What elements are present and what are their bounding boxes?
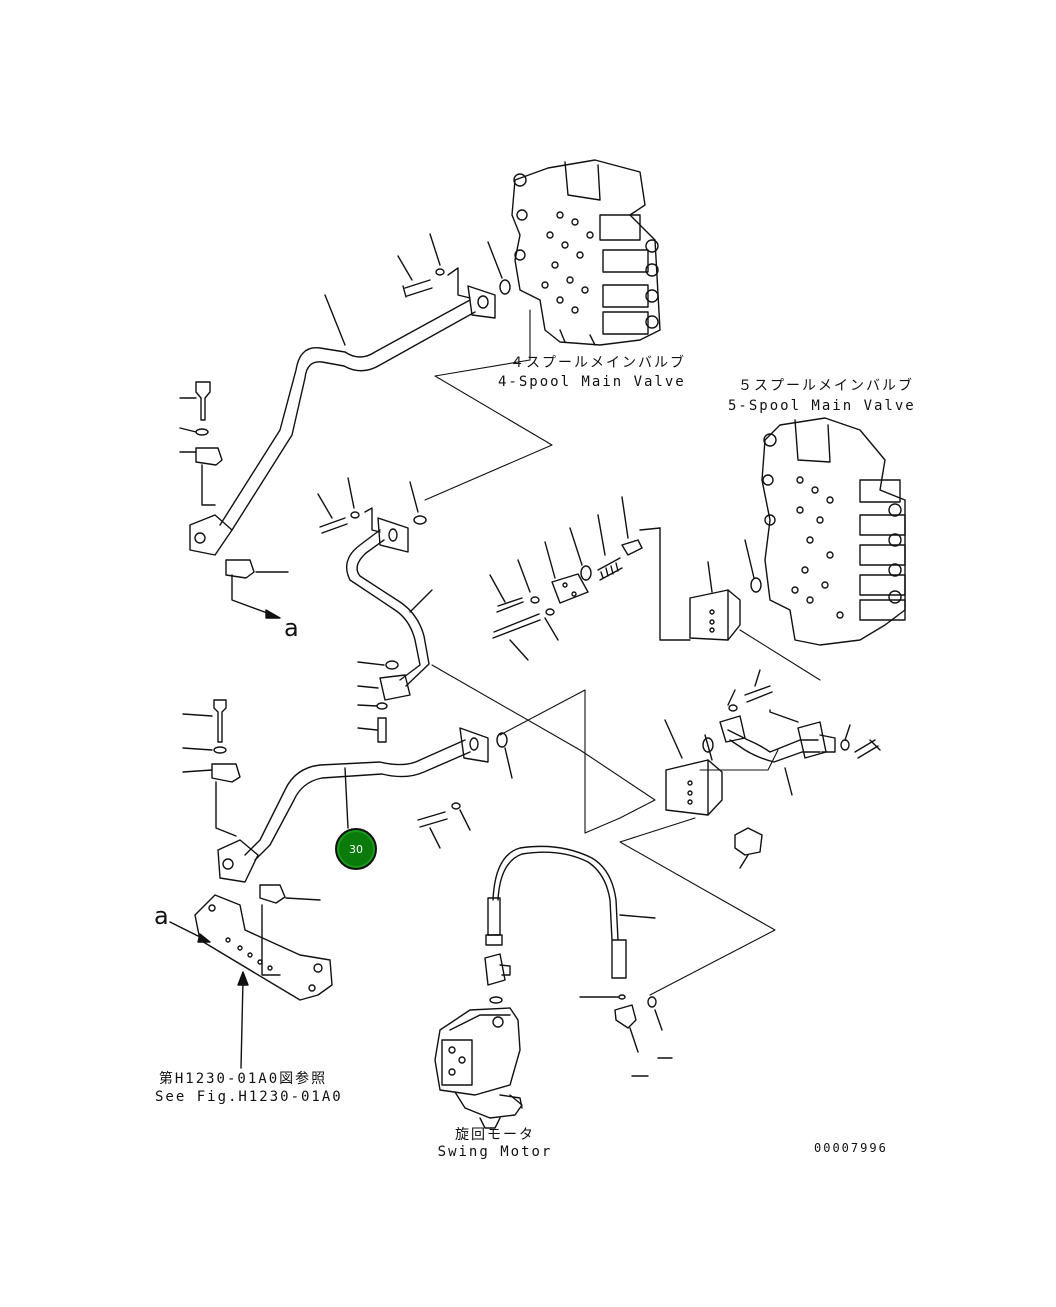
five-spool-main-valve — [762, 418, 905, 645]
junction-block-upper — [660, 528, 761, 640]
upper-hydraulic-tube — [190, 286, 495, 555]
upper-clamp-set — [180, 382, 288, 618]
relief-valve-parts — [490, 497, 660, 660]
drawing-number: 00007996 — [814, 1141, 888, 1155]
view-a-marker-upper: a — [284, 614, 299, 642]
swing-motor-hose — [485, 846, 672, 1076]
five-spool-valve-label-en: 5-Spool Main Valve — [728, 398, 916, 414]
reference-label-jp: 第H1230-01A0図参照 — [158, 1071, 328, 1087]
leader-lines — [425, 310, 820, 995]
view-a-marker-lower: a — [154, 902, 169, 930]
four-spool-main-valve — [512, 160, 660, 345]
junction-block-lower — [665, 720, 762, 868]
four-spool-valve-label-jp: ４スプールメインバルブ — [510, 355, 686, 371]
lower-clamp-set — [183, 700, 320, 903]
swing-motor-label-jp: 旋回モータ — [455, 1127, 535, 1143]
middle-hydraulic-tube — [318, 478, 432, 742]
part-callout-30[interactable]: 30 — [335, 828, 377, 870]
short-connector-tube — [703, 670, 880, 795]
swing-motor — [435, 1008, 522, 1128]
four-spool-valve-label-en: 4-Spool Main Valve — [498, 374, 686, 390]
reference-label-en: See Fig.H1230-01A0 — [155, 1089, 343, 1105]
lower-hydraulic-tube — [218, 728, 512, 882]
swing-motor-label-en: Swing Motor — [437, 1144, 553, 1160]
mounting-bracket-plate — [170, 895, 332, 1068]
upper-flange-hardware — [325, 234, 510, 345]
five-spool-valve-label-jp: ５スプールメインバルブ — [738, 378, 914, 394]
